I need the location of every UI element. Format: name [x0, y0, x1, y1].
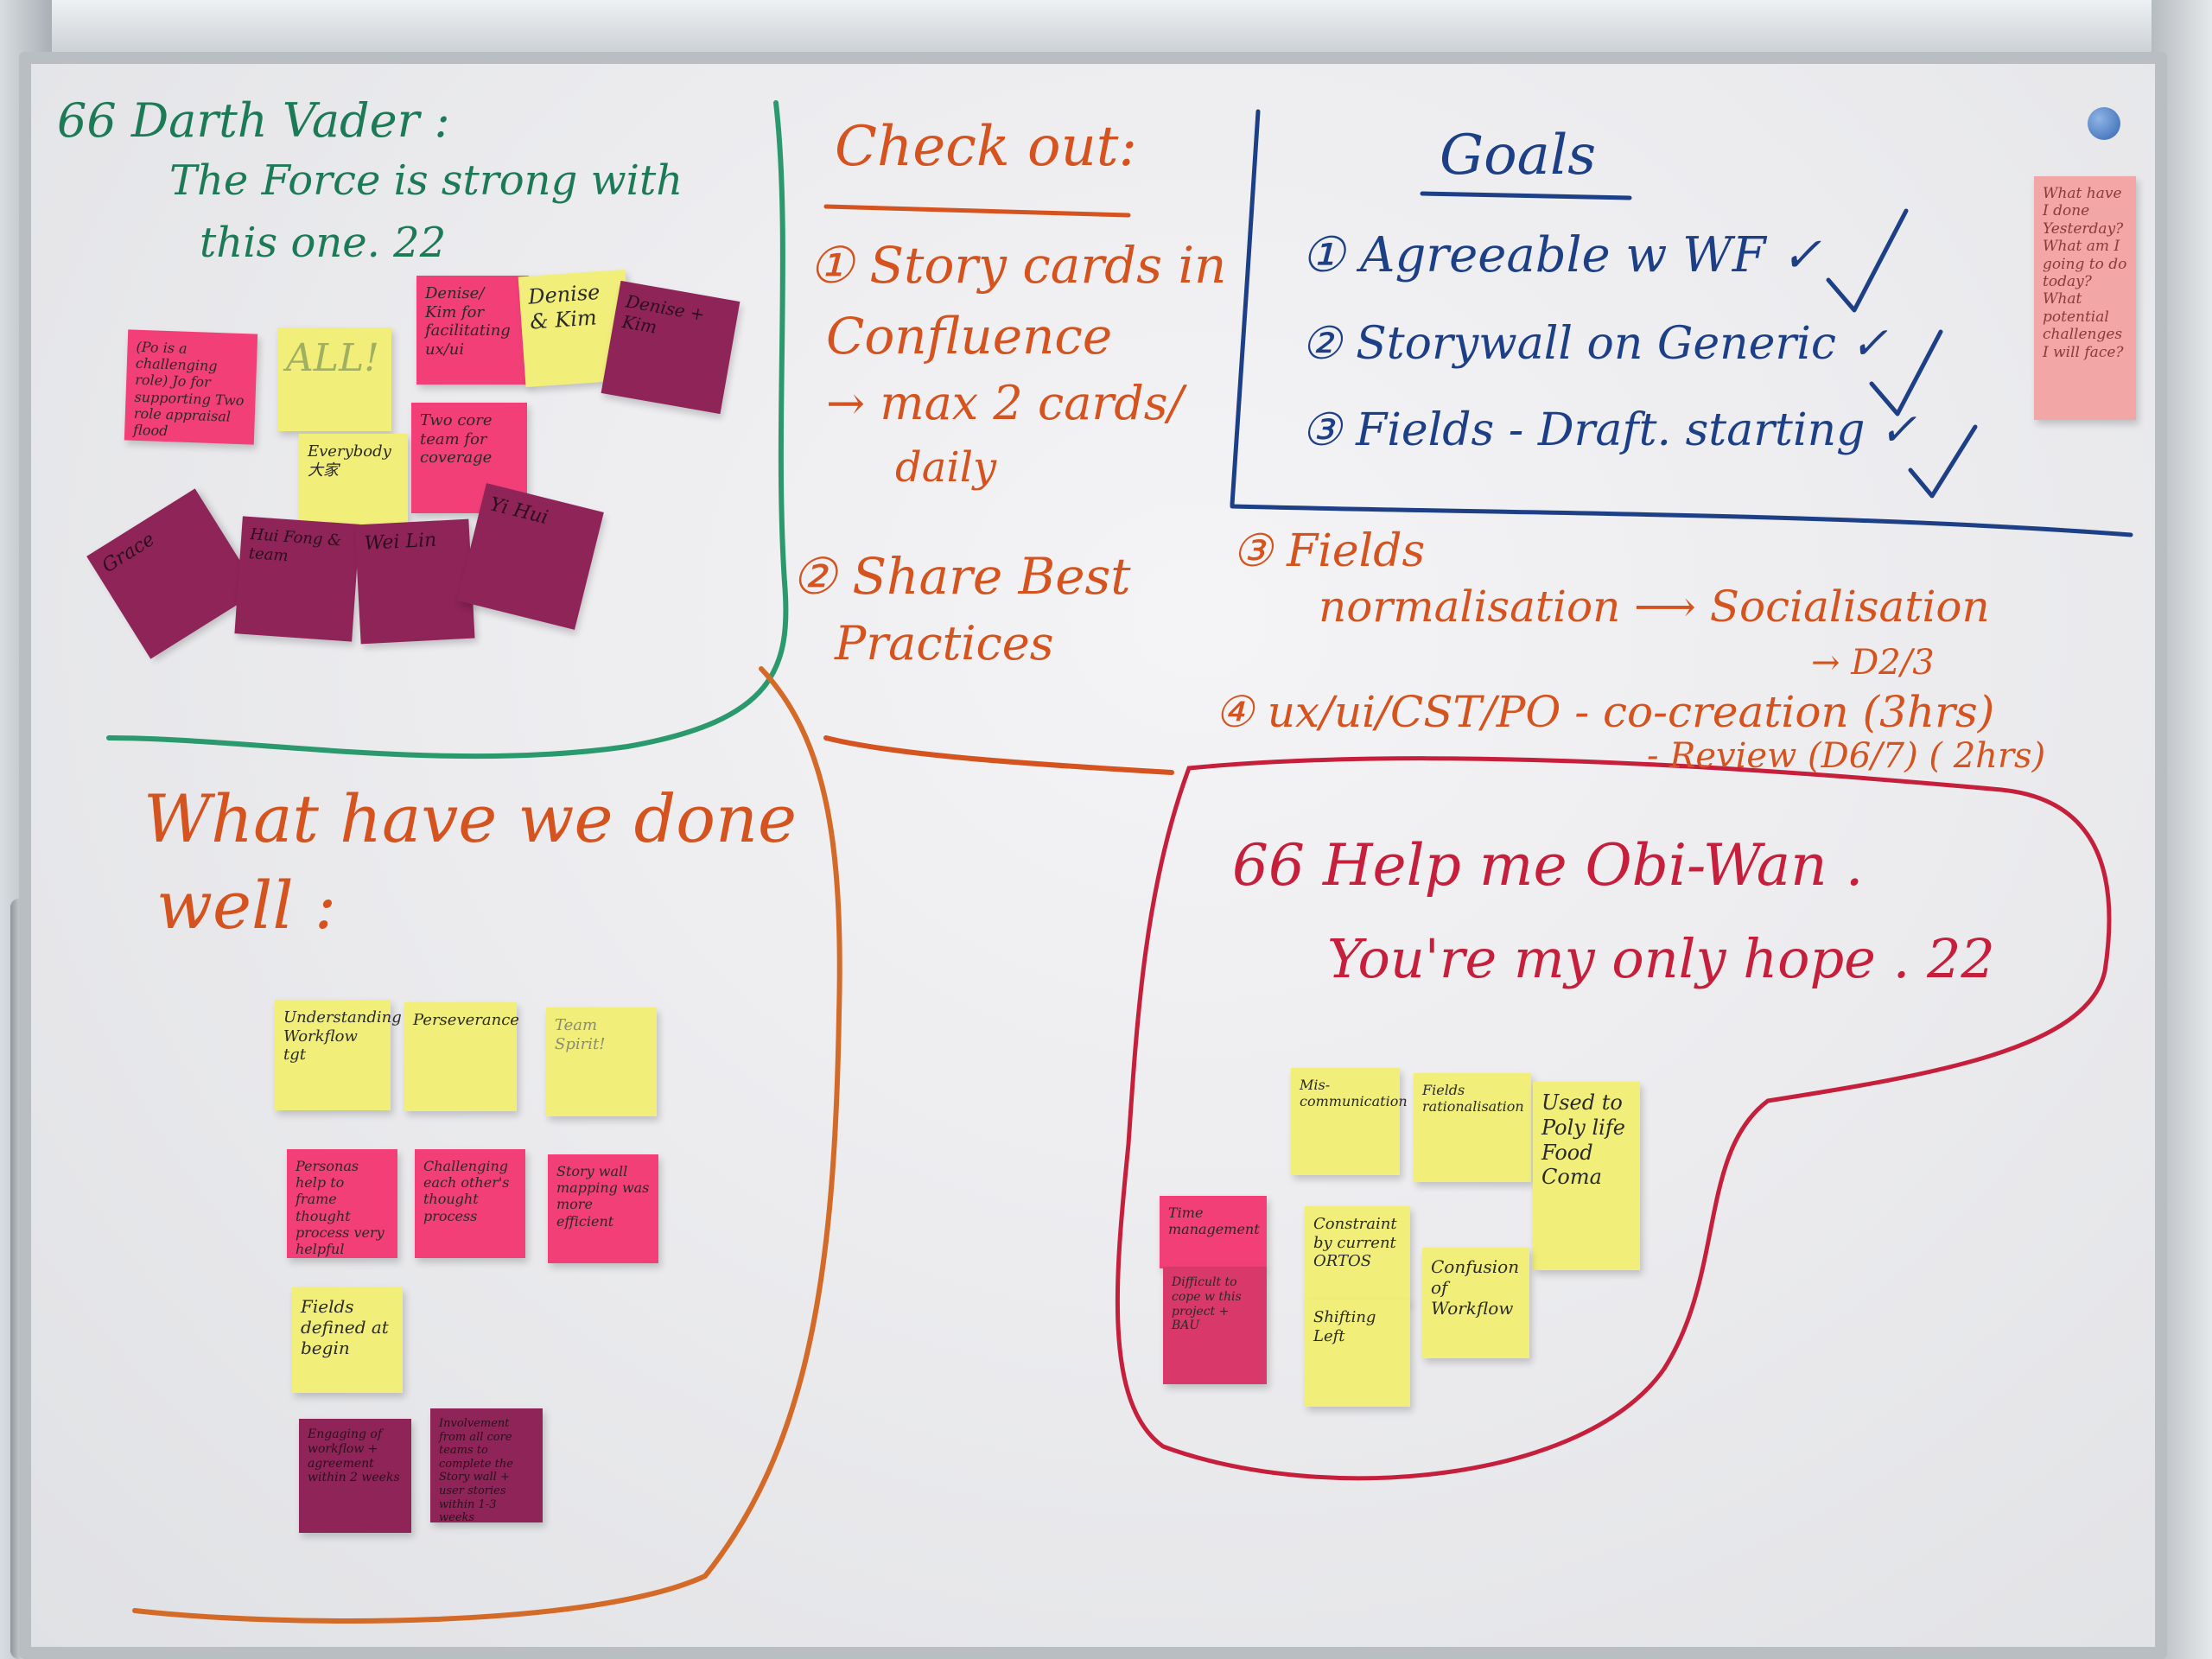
ceiling	[0, 0, 2212, 60]
sticky-note-side: What have I done Yesterday? What am I go…	[2034, 176, 2136, 420]
sticky-note: Involvement from all core teams to compl…	[430, 1408, 543, 1524]
checkout-item2-line1: ② Share Best	[791, 547, 1131, 606]
goals-extra4-arrow: → D2/3	[1811, 643, 1935, 683]
sticky-note: Shifting Left	[1305, 1300, 1410, 1407]
sticky-note: Engaging of workflow + agreement within …	[299, 1419, 411, 1533]
sticky-note: Constraint by current ORTOS	[1305, 1206, 1410, 1303]
sticky-note: Denise + Kim	[601, 280, 741, 415]
sticky-note: ALL!	[277, 327, 391, 431]
sticky-note: Hui Fong & team	[234, 516, 360, 642]
sticky-note: Used to Poly life Food Coma	[1533, 1082, 1640, 1270]
sticky-note: Denise/ Kim for facilitating ux/ui	[416, 276, 529, 385]
sticky-note: Challenging each other's thought process	[415, 1149, 525, 1258]
obiwan-quote-line1: 66 Help me Obi-Wan .	[1232, 832, 1864, 899]
goals-item2: ② Storywall on Generic ✓	[1301, 318, 1889, 370]
sticky-note: Wei Lin	[354, 518, 475, 645]
checkout-item1-line4: daily	[895, 443, 997, 492]
sticky-note: Difficult to cope w this project + BAU	[1163, 1267, 1267, 1384]
goals-extra3-line2: normalisation ⟶ Socialisation	[1319, 582, 1990, 632]
checkout-item2-line2: Practices	[835, 616, 1054, 671]
whiteboard: 66 Darth Vader : The Force is strong wit…	[19, 52, 2167, 1659]
checkout-title: Check out:	[835, 115, 1138, 179]
checkout-item1-line1: ① Story cards in	[809, 236, 1227, 295]
sticky-note: Everybody 大家	[299, 434, 408, 529]
sticky-note: Mis-communication	[1291, 1068, 1408, 1175]
vader-quote-line1: The Force is strong with	[169, 156, 683, 205]
sticky-note: Story wall mapping was more efficient	[548, 1154, 658, 1263]
sticky-note: Time management	[1160, 1196, 1267, 1268]
vader-quote-line2: this one. 22	[200, 219, 447, 267]
sticky-note: Personas help to frame thought process v…	[287, 1149, 397, 1258]
done-well-title-line1: What have we done	[143, 780, 797, 857]
goals-title: Goals	[1440, 124, 1597, 188]
sticky-note: (Po is a challenging role) Jo for suppor…	[124, 329, 258, 445]
checkout-item1-line3: → max 2 cards/	[826, 376, 1184, 430]
checkout-item1-line2: Confluence	[826, 307, 1113, 365]
marker-lines	[106, 100, 2133, 1624]
goals-item3: ③ Fields - Draft. starting ✓	[1301, 404, 1917, 456]
sticky-note: Team Spirit!	[546, 1007, 657, 1116]
goals-extra4-line1: ④ ux/ui/CST/PO - co-creation (3hrs)	[1215, 687, 1995, 737]
vader-title: 66 Darth Vader :	[57, 93, 450, 148]
sticky-note: Two core team for coverage	[411, 403, 527, 513]
goals-item1: ① Agreeable w WF ✓	[1301, 227, 1822, 283]
sticky-note: Confusion of Workflow	[1422, 1248, 1529, 1358]
goals-extra3-line1: ③ Fields	[1232, 525, 1426, 577]
done-well-title-line2: well :	[156, 867, 337, 944]
sticky-note: Fields rationalisation	[1414, 1073, 1531, 1182]
magnet	[2088, 107, 2120, 140]
goals-extra4-line2: - Review (D6/7) ( 2hrs)	[1647, 736, 2046, 776]
sticky-note: Fields defined at begin	[292, 1287, 403, 1393]
sticky-note: Understanding Workflow tgt	[275, 1000, 402, 1110]
obiwan-quote-line2: You're my only hope . 22	[1327, 927, 1995, 990]
sticky-note: Perseverance	[404, 1002, 519, 1111]
